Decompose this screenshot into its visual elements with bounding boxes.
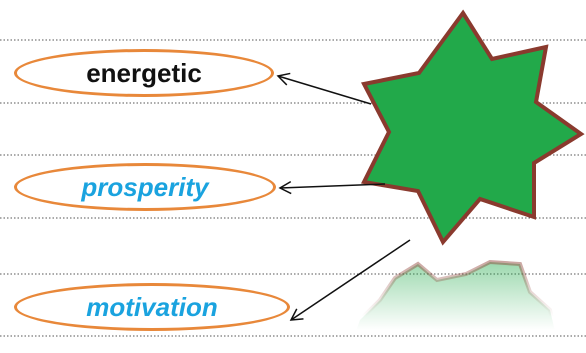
- label-text-motivation: motivation: [86, 291, 218, 322]
- label-text-energetic: energetic: [86, 57, 202, 88]
- label-oval-prosperity: prosperity: [14, 163, 276, 211]
- label-oval-motivation: motivation: [14, 283, 290, 331]
- arrow-to-energetic: [276, 72, 372, 105]
- green-star: [360, 9, 585, 246]
- arrow-to-motivation: [289, 239, 411, 321]
- label-text-prosperity: prosperity: [81, 171, 209, 202]
- star-reflection: [345, 259, 563, 353]
- arrow-to-prosperity: [278, 180, 386, 195]
- label-oval-energetic: energetic: [14, 49, 274, 97]
